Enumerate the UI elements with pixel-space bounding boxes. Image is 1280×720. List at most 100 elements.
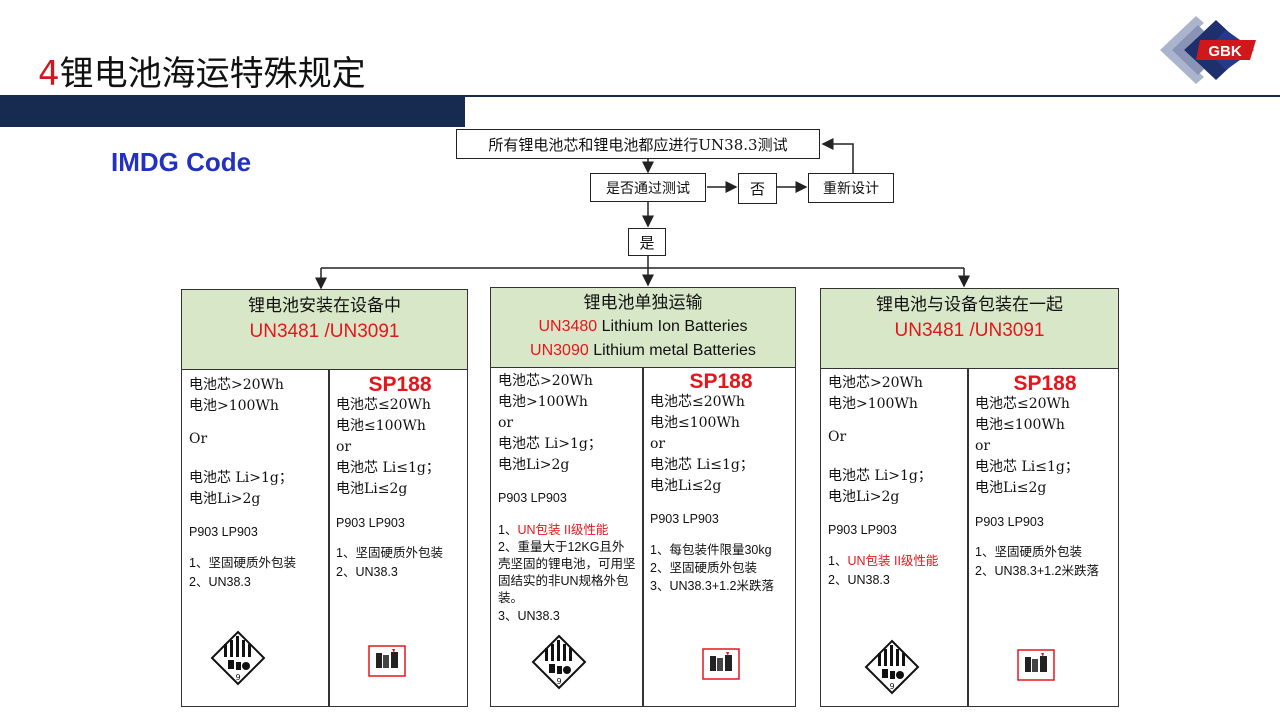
text-line: 电池芯 Li>1g； bbox=[828, 468, 932, 484]
requirement: 1、坚固硬质外包装 bbox=[975, 545, 1082, 559]
text-line: 电池Li≤2g bbox=[975, 480, 1047, 496]
lithium-battery-mark-icon bbox=[702, 648, 740, 680]
text-line: 电池>100Wh bbox=[189, 398, 279, 414]
page-title: 4锂电池海运特殊规定 bbox=[38, 46, 366, 95]
un-description: Lithium metal Batteries bbox=[588, 342, 756, 359]
text-line: or bbox=[336, 439, 352, 455]
column-shipped-alone: 锂电池单独运输 UN3480 Lithium Ion Batteries UN3… bbox=[490, 287, 796, 707]
requirement: 1、每包装件限量30kg bbox=[650, 543, 772, 557]
packing-instruction: P903 LP903 bbox=[650, 512, 719, 526]
class-9-hazard-label-icon: 9 bbox=[531, 634, 587, 690]
class-9-hazard-label-icon: 9 bbox=[210, 630, 266, 686]
sp188-label: SP188 bbox=[1013, 372, 1077, 395]
pass-test-box: 是否通过测试 bbox=[590, 173, 706, 202]
right-cell-sp188: SP188 电池芯≤20Wh 电池≤100Wh or 电池芯 Li≤1g； 电池… bbox=[975, 373, 1115, 581]
requirement: 1、UN包装 II级性能 bbox=[498, 521, 641, 539]
text-line: or bbox=[498, 415, 514, 431]
text-line: 电池>100Wh bbox=[828, 396, 918, 412]
right-cell-sp188: SP188 电池芯≤20Wh 电池≤100Wh or 电池芯 Li≤1g； 电池… bbox=[336, 374, 464, 582]
text-line: or bbox=[650, 436, 666, 452]
requirement: 2、UN38.3 bbox=[336, 565, 398, 579]
left-cell: 电池芯>20Wh 电池>100Wh or 电池芯 Li>1g； 电池Li>2g … bbox=[498, 371, 641, 625]
left-cell: 电池芯>20Wh 电池>100Wh Or 电池芯 Li>1g； 电池Li>2g … bbox=[189, 375, 296, 592]
header-title: 锂电池与设备包装在一起 bbox=[876, 295, 1063, 315]
header-un-numbers: UN3481 /UN3091 bbox=[249, 321, 400, 342]
header-title: 锂电池单独运输 bbox=[583, 293, 703, 313]
text-line: 电池≤100Wh bbox=[975, 417, 1065, 433]
imdg-code-heading: IMDG Code bbox=[111, 147, 252, 177]
requirement: 1、UN包装 II级性能 bbox=[828, 552, 938, 571]
left-cell: 电池芯>20Wh 电池>100Wh Or 电池芯 Li>1g； 电池Li>2g … bbox=[828, 373, 938, 590]
un-number: UN3480 bbox=[538, 318, 598, 335]
requirement: 2、重量大于12KG且外壳坚固的锂电池，可用坚固结实的非UN规格外包装。 bbox=[498, 540, 636, 605]
lithium-battery-mark-icon bbox=[368, 645, 406, 677]
red-requirement: UN包装 II级性能 bbox=[847, 554, 939, 568]
text-line: Or bbox=[828, 429, 847, 445]
text-line: 电池芯>20Wh bbox=[828, 375, 923, 391]
redesign-box: 重新设计 bbox=[808, 173, 894, 203]
column-packed-with-equipment: 锂电池与设备包装在一起 UN3481 /UN3091 电池芯>20Wh 电池>1… bbox=[820, 288, 1119, 707]
packing-instruction: P903 LP903 bbox=[336, 516, 405, 530]
text-line: 电池芯 Li>1g； bbox=[498, 436, 602, 452]
requirement: 2、UN38.3 bbox=[828, 573, 890, 587]
column-divider bbox=[967, 369, 969, 706]
header-un-numbers: UN3481 /UN3091 bbox=[894, 320, 1045, 341]
requirement: 3、UN38.3 bbox=[498, 609, 560, 623]
gbk-logo-icon: GBK bbox=[1160, 16, 1256, 84]
text-line: 电池>100Wh bbox=[498, 394, 588, 410]
packing-instruction: P903 LP903 bbox=[498, 491, 567, 505]
header-line-ion: UN3480 Lithium Ion Batteries bbox=[491, 315, 795, 339]
text-line: 电池Li>2g bbox=[498, 457, 570, 473]
column-installed-in-equipment: 锂电池安装在设备中 UN3481 /UN3091 电池芯>20Wh 电池>100… bbox=[181, 289, 468, 707]
column-divider bbox=[328, 370, 330, 706]
un38-test-box: 所有锂电池芯和锂电池都应进行UN38.3测试 bbox=[456, 129, 820, 159]
column-header: 锂电池单独运输 UN3480 Lithium Ion Batteries UN3… bbox=[491, 288, 795, 368]
column-divider bbox=[642, 368, 644, 706]
svg-text:9: 9 bbox=[556, 677, 561, 686]
title-number: 4 bbox=[38, 54, 60, 94]
text-line: 电池芯 Li≤1g； bbox=[650, 457, 754, 473]
packing-instruction: P903 LP903 bbox=[975, 515, 1044, 529]
text-line: 电池芯≤20Wh bbox=[336, 397, 431, 413]
column-header: 锂电池安装在设备中 UN3481 /UN3091 bbox=[182, 290, 467, 370]
text-line: 电池Li≤2g bbox=[336, 481, 408, 497]
text-line: Or bbox=[189, 431, 208, 447]
sp188-label: SP188 bbox=[368, 373, 432, 396]
no-box: 否 bbox=[738, 173, 777, 204]
packing-instruction: P903 LP903 bbox=[828, 523, 897, 537]
text-line: 电池芯≤20Wh bbox=[975, 396, 1070, 412]
text-line: 电池≤100Wh bbox=[650, 415, 740, 431]
sp188-label: SP188 bbox=[689, 370, 753, 393]
header-bar bbox=[0, 95, 465, 127]
text-line: 电池芯>20Wh bbox=[189, 377, 284, 393]
yes-box: 是 bbox=[628, 228, 666, 256]
item-number: 1、 bbox=[828, 554, 848, 568]
header-line bbox=[465, 95, 1280, 97]
right-cell-sp188: SP188 电池芯≤20Wh 电池≤100Wh or 电池芯 Li≤1g； 电池… bbox=[650, 371, 792, 595]
requirement: 1、坚固硬质外包装 bbox=[336, 546, 443, 560]
text-line: 电池Li≤2g bbox=[650, 478, 722, 494]
text-line: 电池Li>2g bbox=[828, 489, 900, 505]
header-line-metal: UN3090 Lithium metal Batteries bbox=[491, 339, 795, 363]
text-line: 电池芯>20Wh bbox=[498, 373, 593, 389]
text-line: 电池Li>2g bbox=[189, 491, 261, 507]
header-title: 锂电池安装在设备中 bbox=[248, 296, 401, 316]
text-line: 电池芯 Li≤1g； bbox=[336, 460, 440, 476]
item-number: 1、 bbox=[498, 523, 518, 537]
requirement: 1、坚固硬质外包装 bbox=[189, 556, 296, 570]
red-requirement: UN包装 II级性能 bbox=[517, 523, 609, 537]
text-line: 电池芯 Li>1g； bbox=[189, 470, 293, 486]
text-line: 电池≤100Wh bbox=[336, 418, 426, 434]
requirement: 2、UN38.3 bbox=[189, 575, 251, 589]
text-line: 电池芯≤20Wh bbox=[650, 394, 745, 410]
class-9-hazard-label-icon: 9 bbox=[864, 639, 920, 695]
lithium-battery-mark-icon bbox=[1017, 649, 1055, 681]
requirement: 3、UN38.3+1.2米跌落 bbox=[650, 579, 775, 593]
packing-instruction: P903 LP903 bbox=[189, 525, 258, 539]
svg-text:GBK: GBK bbox=[1208, 43, 1242, 60]
svg-text:9: 9 bbox=[889, 682, 894, 691]
un-number: UN3090 bbox=[530, 342, 589, 359]
svg-text:9: 9 bbox=[235, 673, 240, 682]
column-header: 锂电池与设备包装在一起 UN3481 /UN3091 bbox=[821, 289, 1118, 369]
